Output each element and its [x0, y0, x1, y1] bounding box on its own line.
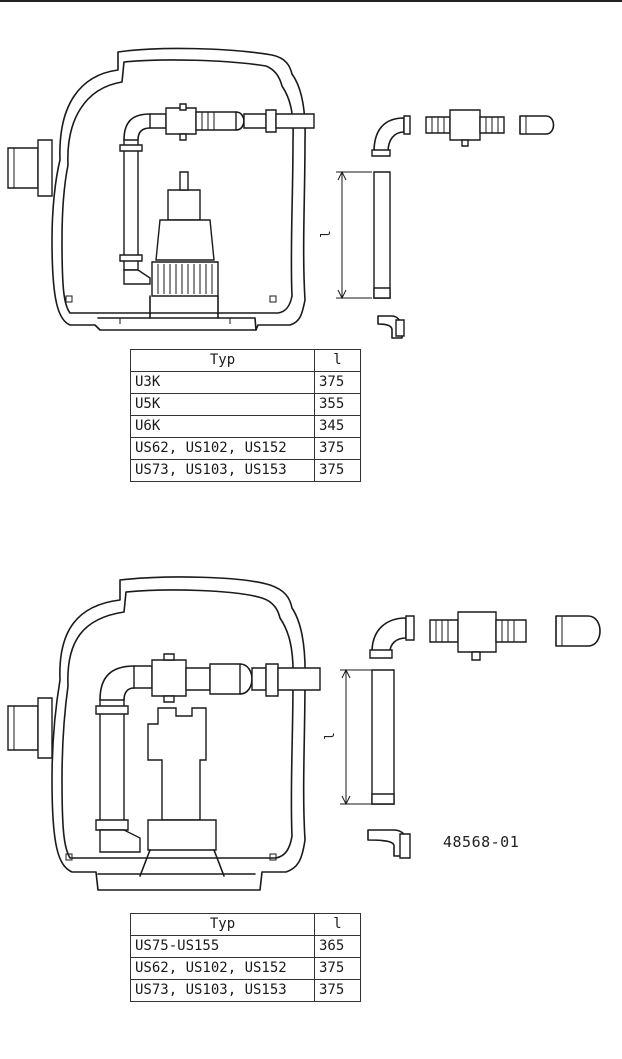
tank-assembly-top — [8, 48, 314, 330]
table-cell-typ: US73, US103, US153 — [130, 979, 315, 1002]
table-cell-l: 375 — [314, 437, 361, 460]
table-cell-l: 355 — [314, 393, 361, 416]
table-cell-l: 365 — [314, 935, 361, 958]
parts-top: l — [319, 110, 554, 338]
table-header-row: Typ l — [130, 349, 361, 372]
table-cell-typ: US62, US102, US152 — [130, 437, 315, 460]
table-cell-l: 375 — [314, 957, 361, 980]
table-row: U3K 375 — [130, 371, 361, 394]
table-row: U6K 345 — [130, 415, 361, 438]
pump-grill-top — [158, 264, 212, 294]
table-row: US62, US102, US152 375 — [130, 957, 361, 980]
dimension-label-top: l — [319, 230, 334, 238]
table-row: US73, US103, US153 375 — [130, 459, 361, 482]
table-cell-typ: U3K — [130, 371, 315, 394]
table-header-typ: Typ — [130, 913, 315, 936]
table-cell-l: 375 — [314, 371, 361, 394]
table-cell-typ: US75-US155 — [130, 935, 315, 958]
table-row: US62, US102, US152 375 — [130, 437, 361, 460]
table-header-l: l — [314, 349, 361, 372]
table-cell-typ: US73, US103, US153 — [130, 459, 315, 482]
dimension-label-bottom: l — [323, 732, 338, 740]
document-id: 48568-01 — [443, 833, 520, 851]
table-cell-typ: U6K — [130, 415, 315, 438]
table-cell-l: 375 — [314, 979, 361, 1002]
table-header-l: l — [314, 913, 361, 936]
table-cell-typ: U5K — [130, 393, 315, 416]
top-border-line — [0, 0, 622, 2]
table-cell-l: 375 — [314, 459, 361, 482]
table-header-row: Typ l — [130, 913, 361, 936]
table-header-typ: Typ — [130, 349, 315, 372]
table-cell-typ: US62, US102, US152 — [130, 957, 315, 980]
table-row: US73, US103, US153 375 — [130, 979, 361, 1002]
parts-bottom: l — [323, 612, 600, 858]
tank-assembly-bottom — [8, 577, 320, 890]
table-row: US75-US155 365 — [130, 935, 361, 958]
spec-table-bottom: Typ l US75-US155 365 US62, US102, US152 … — [130, 913, 361, 1002]
spec-table-top: Typ l U3K 375 U5K 355 U6K 345 US62, US10… — [130, 349, 361, 482]
table-row: U5K 355 — [130, 393, 361, 416]
table-cell-l: 345 — [314, 415, 361, 438]
